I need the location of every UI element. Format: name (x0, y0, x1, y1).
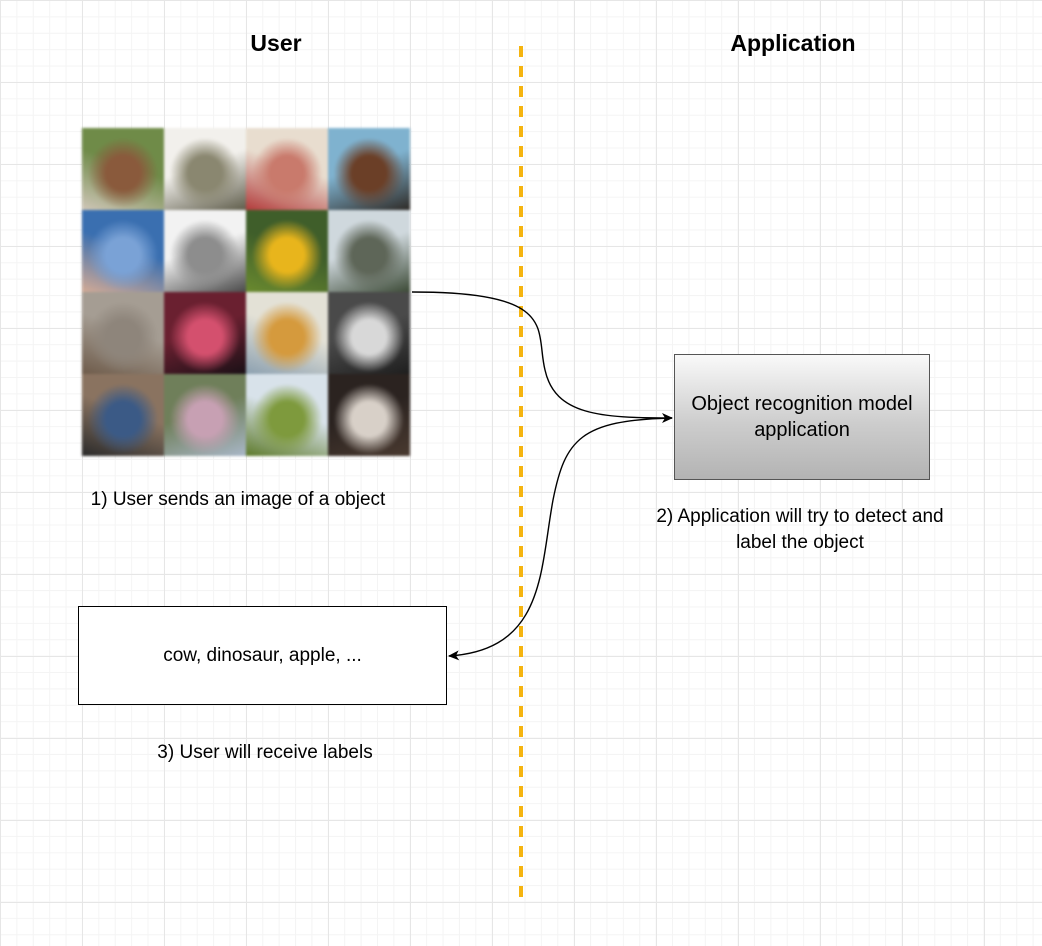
image-tile-keyboard (82, 210, 164, 292)
step-1-caption: 1) User sends an image of a object (90, 489, 386, 510)
image-tile-sunset-tree (164, 292, 246, 374)
sample-images-grid (82, 128, 410, 456)
image-tile-building (164, 374, 246, 456)
image-tile-boy (328, 128, 410, 210)
lane-title-user: User (250, 30, 302, 56)
image-tile-sunflower (246, 210, 328, 292)
model-box-label: Object recognition model application (691, 393, 913, 441)
image-tile-tree (246, 374, 328, 456)
object-recognition-model-box[interactable]: Object recognition model application (674, 354, 930, 480)
image-tile-tree (164, 210, 246, 292)
image-tile-flower (246, 292, 328, 374)
image-tile-apple (246, 128, 328, 210)
swimlane-divider (519, 46, 523, 898)
step-2-caption: 2) Application will try to detect and la… (656, 506, 944, 553)
arrow-model-to-labels (448, 417, 673, 661)
image-tile-cow (82, 128, 164, 210)
image-tile-castle (328, 210, 410, 292)
step-3-caption: 3) User will receive labels (157, 742, 373, 763)
image-tile-bicycle (82, 374, 164, 456)
labels-output-text: cow, dinosaur, apple, ... (163, 644, 362, 666)
image-tile-television (328, 292, 410, 374)
arrow-image-to-model (411, 291, 673, 423)
image-tile-dinosaur (164, 128, 246, 210)
image-tile-bird (82, 292, 164, 374)
image-tile-dog (328, 374, 410, 456)
lane-title-application: Application (730, 30, 856, 56)
labels-output-box[interactable]: cow, dinosaur, apple, ... (78, 606, 447, 705)
